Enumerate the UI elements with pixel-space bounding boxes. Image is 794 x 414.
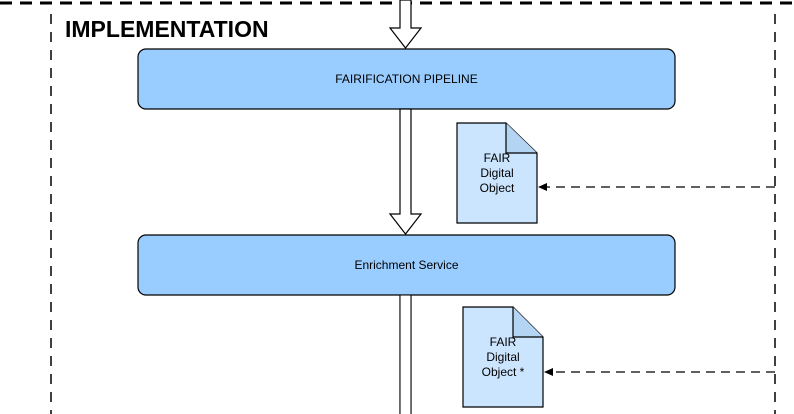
fdo-label-line-1: FAIR bbox=[484, 151, 511, 165]
enrichment-service-box[interactable] bbox=[137, 234, 676, 296]
fair-digital-object-star-fold bbox=[512, 307, 543, 338]
fair-digital-object-fold bbox=[505, 123, 537, 154]
fairification-pipeline-label: FAIRIFICATION PIPELINE bbox=[335, 72, 477, 86]
fdo-star-label-line-3: Object * bbox=[482, 365, 525, 379]
fdo-star-label-line-2: Digital bbox=[486, 350, 519, 364]
enrichment-service-label: Enrichment Service bbox=[354, 258, 458, 272]
enrichment-outgoing-arrow bbox=[399, 295, 412, 414]
fdo-star-connector-arrowhead bbox=[544, 368, 553, 376]
fdo-connector-arrowhead bbox=[538, 183, 547, 191]
pipeline-to-enrichment-arrow bbox=[388, 108, 423, 235]
fdo-label-line-2: Digital bbox=[480, 166, 513, 180]
enrichment-outgoing-shaft-fill bbox=[400, 295, 411, 414]
fdo-label-line-3: Object bbox=[480, 181, 515, 195]
section-title: IMPLEMENTATION bbox=[65, 16, 269, 42]
incoming-flow-arrow bbox=[388, 0, 423, 49]
fdo-star-label-line-1: FAIR bbox=[490, 335, 517, 349]
